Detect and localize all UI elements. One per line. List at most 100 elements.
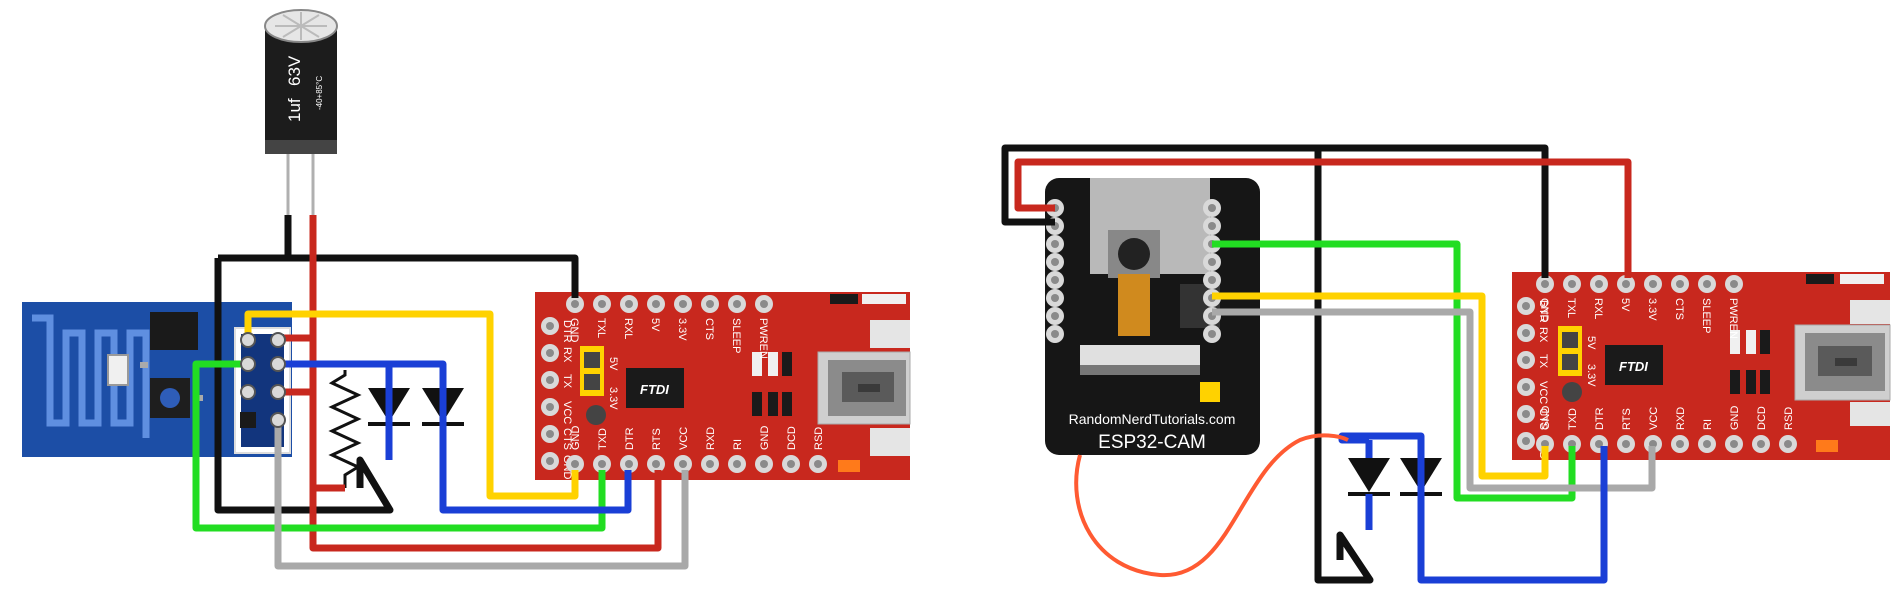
pin-label: RX <box>561 347 573 363</box>
pin-hole <box>1208 276 1216 284</box>
pin-label: RSD <box>813 427 825 450</box>
pin-hole <box>598 300 606 308</box>
pin-label: CTS <box>561 428 573 450</box>
pin-label: DTR <box>624 427 636 450</box>
pin-hole <box>1676 440 1684 448</box>
pin-label: DCD <box>1756 406 1768 430</box>
pin-label: TXD <box>1567 408 1579 430</box>
pin-hole <box>625 460 633 468</box>
pin-label: TXL <box>595 318 607 338</box>
esp32cam-site: RandomNerdTutorials.com <box>1069 411 1236 427</box>
pin-hole <box>652 300 660 308</box>
pin-hole <box>1730 280 1738 288</box>
pin-hole <box>652 460 660 468</box>
pin-label: RXD <box>1675 407 1687 430</box>
pin-hole <box>1051 276 1059 284</box>
pin-label: PWREN <box>757 318 769 359</box>
pin-label: RXL <box>1592 298 1604 319</box>
pin-hole <box>1703 280 1711 288</box>
pin-label: TX <box>1537 354 1549 369</box>
capacitor-voltage: 63V <box>285 55 304 86</box>
pin-hole <box>733 460 741 468</box>
esp32cam-left-header <box>1046 199 1064 343</box>
pin-hole <box>1703 440 1711 448</box>
jumper-3v3-label: 3.3V <box>607 387 619 410</box>
pin-label: 5V <box>649 318 661 332</box>
pin-hole <box>1522 410 1530 418</box>
pin-label: GND <box>1538 298 1550 323</box>
wires-right <box>1001 144 1656 584</box>
pin-label: 3.3V <box>676 318 688 341</box>
pin-label: RTS <box>1621 408 1633 430</box>
pin-label: 3.3V <box>1646 298 1658 321</box>
pin-hole <box>625 300 633 308</box>
wire-gray <box>274 420 689 570</box>
wire-orange <box>1074 433 1349 578</box>
pin-hole <box>546 457 554 465</box>
pin-hole <box>546 349 554 357</box>
pin-label: DTR <box>1537 300 1549 323</box>
pin-hole <box>1595 280 1603 288</box>
pin-label: RXL <box>622 318 634 339</box>
wire-red <box>1014 158 1632 278</box>
pin-hole <box>814 460 822 468</box>
pin-label: DCD <box>786 426 798 450</box>
esp32cam-name: ESP32-CAM <box>1098 432 1206 453</box>
pin-label: RI <box>732 439 744 450</box>
pin-hole <box>1051 240 1059 248</box>
esp01-header <box>240 332 286 428</box>
pin-hole <box>760 300 768 308</box>
pin-hole <box>733 300 741 308</box>
pin-hole <box>1730 440 1738 448</box>
pin-label: GND <box>1540 406 1552 431</box>
pin-label: TXD <box>597 428 609 450</box>
pin-hole <box>1522 329 1530 337</box>
jumper-5v-label: 5V <box>1585 336 1597 350</box>
pin-hole <box>1541 280 1549 288</box>
wires-left <box>192 215 689 570</box>
pin-hole <box>1649 280 1657 288</box>
pin-hole <box>1208 258 1216 266</box>
pin-label: TXL <box>1565 298 1577 318</box>
pin-label: PWREN <box>1727 298 1739 339</box>
pin-label: RXD <box>705 427 717 450</box>
wire-blue <box>278 360 632 514</box>
pin-hole <box>571 460 579 468</box>
pin-hole <box>546 322 554 330</box>
pin-hole <box>1051 312 1059 320</box>
wire-gray <box>1212 308 1656 492</box>
pin-label: GND <box>570 426 582 451</box>
pin-label: CTS <box>1537 408 1549 430</box>
capacitor-value: 1uf <box>285 98 304 122</box>
pin-hole <box>1208 330 1216 338</box>
pin-hole <box>760 460 768 468</box>
pin-hole <box>787 460 795 468</box>
resistor <box>328 370 362 488</box>
pin-hole <box>546 430 554 438</box>
wire-green <box>1212 240 1576 502</box>
pin-hole <box>706 300 714 308</box>
pin-hole <box>1208 222 1216 230</box>
pin-label: DTR <box>561 320 573 343</box>
diode-3 <box>1348 458 1390 496</box>
pin-hole <box>1522 302 1530 310</box>
pin-hole <box>679 460 687 468</box>
pin-hole <box>546 403 554 411</box>
pin-hole <box>706 460 714 468</box>
wire-red <box>278 215 662 552</box>
esp32cam-board: RandomNerdTutorials.com ESP32-CAM <box>1045 178 1260 455</box>
pin-label: CTS <box>1673 298 1685 320</box>
pin-label: SLEEP <box>730 318 742 353</box>
pin-label: RSD <box>1783 407 1795 430</box>
pin-hole <box>1051 294 1059 302</box>
capacitor-temp: -40+85°C <box>315 76 324 110</box>
pin-label: 5V <box>1619 298 1631 312</box>
jumper-5v-label: 5V <box>607 357 619 371</box>
pin-hole <box>571 300 579 308</box>
